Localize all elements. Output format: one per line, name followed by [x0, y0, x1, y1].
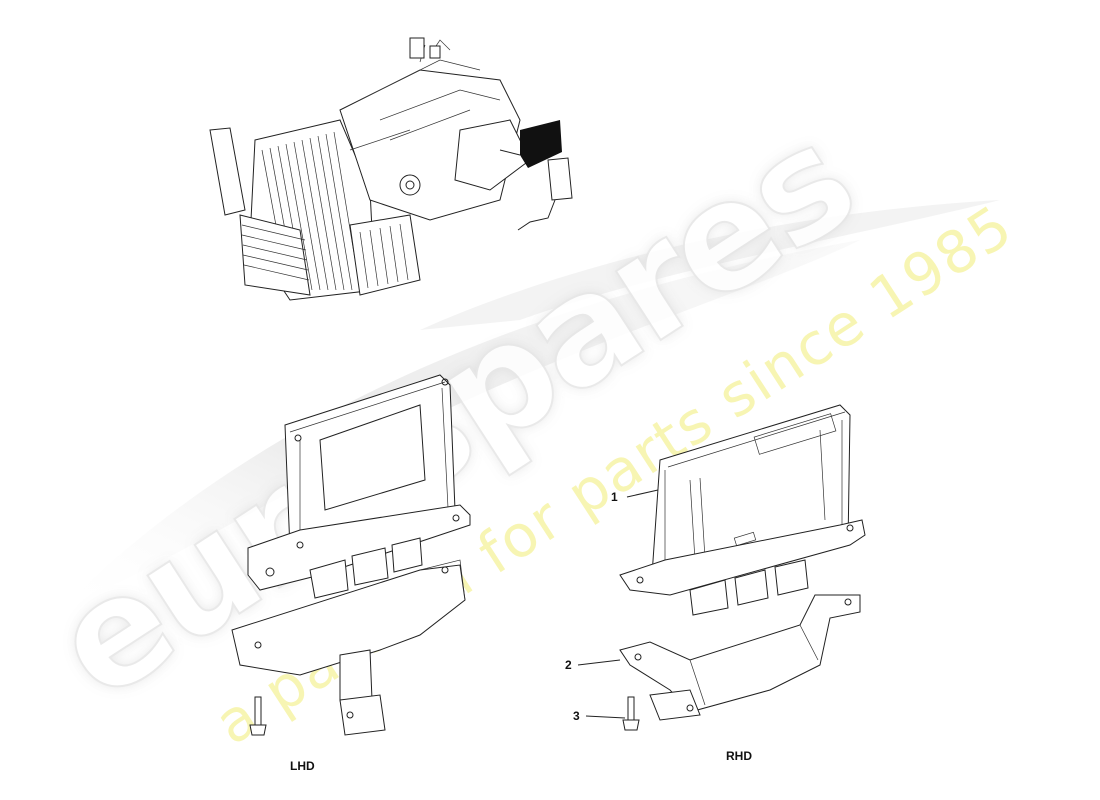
callout-3[interactable]: 3: [573, 709, 580, 723]
leader-line-2: [577, 659, 621, 666]
callout-1[interactable]: 1: [611, 490, 618, 504]
callout-2[interactable]: 2: [565, 658, 572, 672]
leader-line-1: [626, 489, 659, 498]
leader-line-3: [585, 715, 626, 719]
variant-caption-rhd: RHD: [726, 749, 752, 763]
ecu-highlight: [520, 120, 562, 168]
variant-caption-lhd: LHD: [290, 759, 315, 773]
